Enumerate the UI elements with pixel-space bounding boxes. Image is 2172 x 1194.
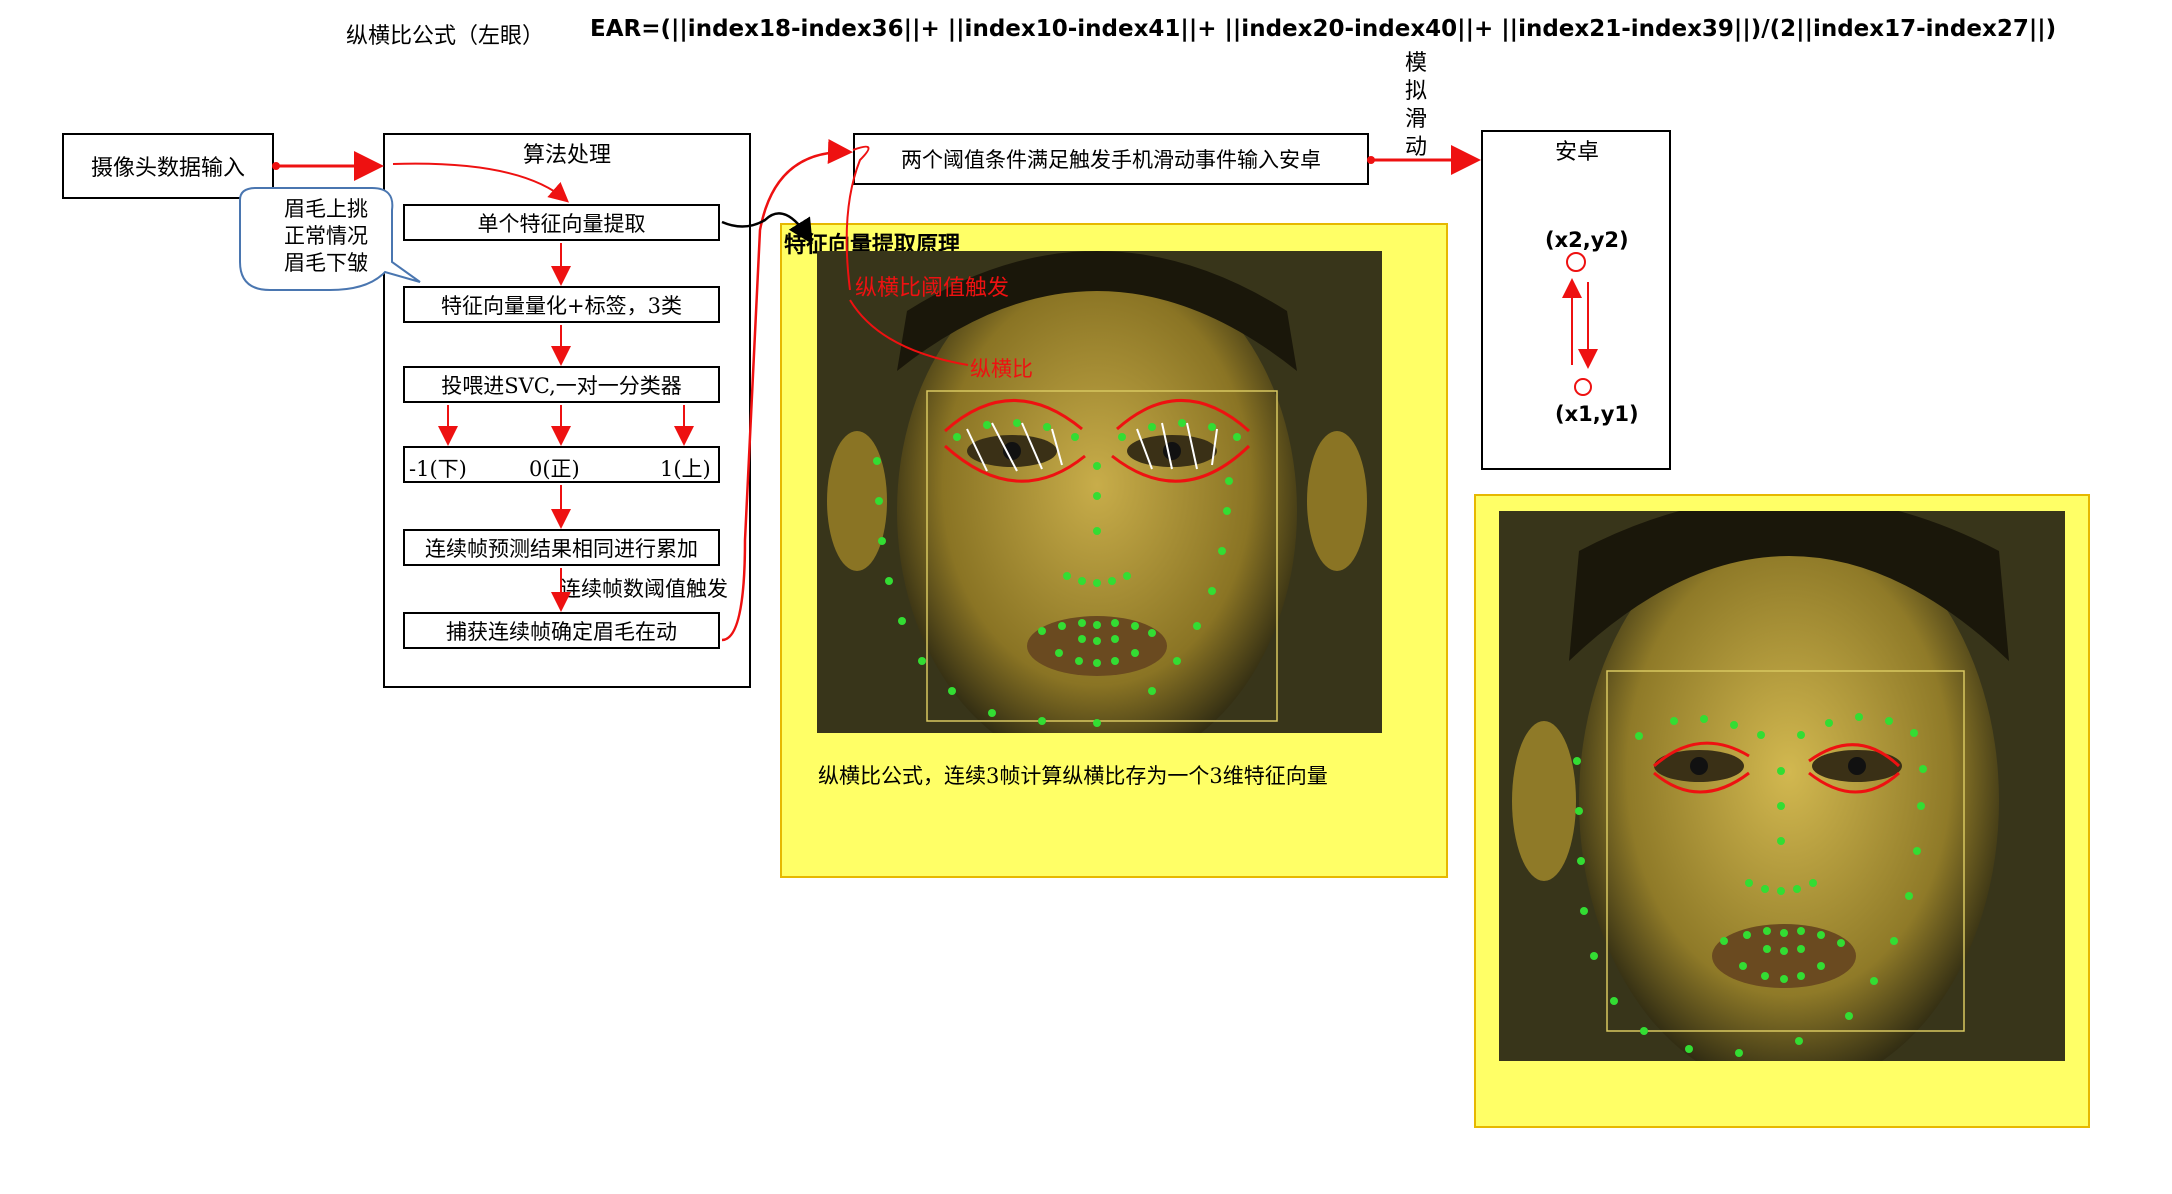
- frame-threshold-label: 连续帧数阈值触发: [560, 577, 728, 601]
- arrow-into-step1: [392, 162, 570, 203]
- arrow-step1-to-feature-panel: [721, 212, 813, 245]
- threshold-box-label: 两个阈值条件满足触发手机滑动事件输入安卓: [901, 148, 1321, 172]
- sim-char-4: 动: [1404, 135, 1427, 160]
- face-photo-2: [1499, 511, 2065, 1061]
- bubble-line-raise: 眉毛上挑: [284, 197, 368, 221]
- step-single-feature: 单个特征向量提取: [403, 204, 720, 241]
- point-x1y1-marker: [1574, 378, 1592, 396]
- curve-ratio-trigger: [845, 145, 870, 291]
- ear-formula: EAR=(||index18-index36||+ ||index10-inde…: [590, 16, 2057, 42]
- eyebrow-states-bubble: [239, 187, 421, 291]
- sim-char-1: 模: [1404, 51, 1427, 76]
- step-quantize-label: 特征向量量化+标签，3类: [441, 293, 682, 318]
- face-photo-1: [817, 251, 1382, 733]
- camera-input-label: 摄像头数据输入: [90, 156, 245, 181]
- camera-input-box: 摄像头数据输入: [62, 133, 274, 199]
- class-pos-label: 1(上): [660, 457, 711, 481]
- arrow-capture-to-threshold: [721, 138, 853, 642]
- class-zero-label: 0(正): [529, 457, 580, 481]
- step-capture: 捕获连续帧确定眉毛在动: [403, 612, 720, 649]
- feature-panel-caption: 纵横比公式，连续3帧计算纵横比存为一个3维特征向量: [818, 764, 1328, 788]
- android-title: 安卓: [1555, 140, 1600, 165]
- class-labels-box: -1(下) 0(正) 1(上): [403, 446, 720, 483]
- step-svc-label: 投喂进SVC,一对一分类器: [441, 373, 682, 398]
- sim-char-2: 拟: [1404, 79, 1427, 104]
- step-single-feature-label: 单个特征向量提取: [477, 211, 646, 236]
- point-x1y1-label: (x1,y1): [1555, 402, 1639, 426]
- threshold-box: 两个阈值条件满足触发手机滑动事件输入安卓: [853, 133, 1369, 185]
- step-accumulate-label: 连续帧预测结果相同进行累加: [425, 536, 698, 561]
- formula-title: 纵横比公式（左眼）: [346, 24, 545, 49]
- algorithm-title: 算法处理: [523, 143, 612, 168]
- simulate-slide-label: 模 拟 滑 动: [1401, 50, 1431, 162]
- class-neg-label: -1(下): [409, 457, 467, 481]
- step-accumulate: 连续帧预测结果相同进行累加: [403, 529, 720, 566]
- ratio-trigger-label: 纵横比阈值触发: [855, 276, 1010, 301]
- ratio-label: 纵横比: [970, 357, 1033, 381]
- step-svc: 投喂进SVC,一对一分类器: [403, 366, 720, 403]
- android-box: 安卓 (x2,y2) (x1,y1): [1481, 130, 1671, 470]
- curve-ratio: [849, 299, 969, 366]
- step-capture-label: 捕获连续帧确定眉毛在动: [446, 619, 677, 644]
- eyebrow-states-text: 眉毛上挑 正常情况 眉毛下皱: [262, 196, 390, 277]
- point-x2y2-label: (x2,y2): [1545, 228, 1629, 252]
- step-quantize: 特征向量量化+标签，3类: [403, 286, 720, 323]
- bubble-line-frown: 眉毛下皱: [284, 251, 368, 275]
- point-x2y2-marker: [1566, 252, 1586, 272]
- bubble-line-normal: 正常情况: [284, 224, 368, 248]
- sim-char-3: 滑: [1404, 107, 1427, 132]
